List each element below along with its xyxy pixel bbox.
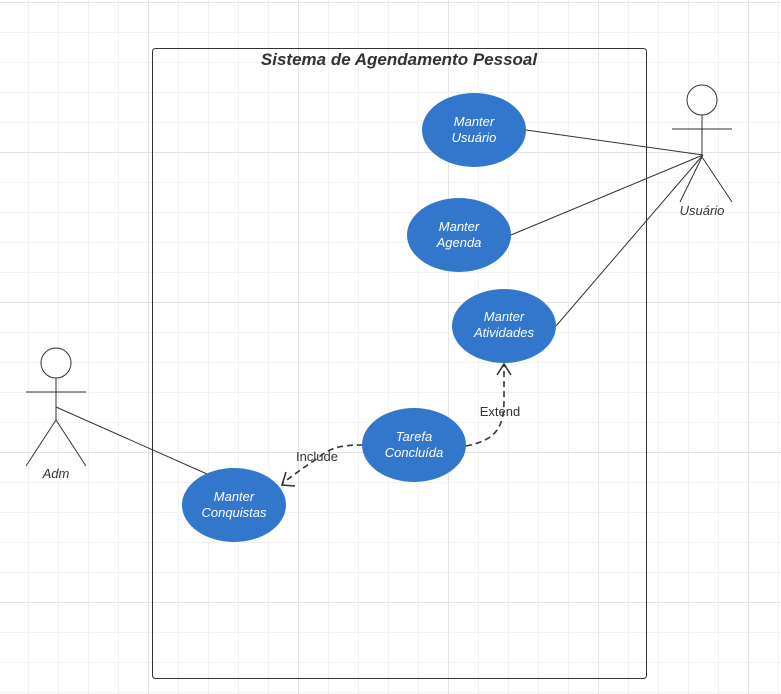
extend-arrowhead: [496, 362, 512, 376]
association-usuario-manter-agenda[interactable]: [510, 154, 704, 236]
actor-head-icon: [686, 84, 718, 116]
use-case-label-line1: Manter: [439, 219, 480, 234]
use-case-label-line1: Manter: [484, 309, 525, 324]
actor-label: Adm: [42, 466, 70, 481]
use-case-label-line1: Tarefa: [396, 429, 432, 444]
actor-head-icon: [40, 347, 72, 379]
association-usuario-manter-atividades[interactable]: [555, 154, 704, 327]
include-connector[interactable]: [282, 444, 364, 484]
include-label: Include: [296, 449, 338, 464]
use-case-manter-agenda[interactable]: Manter Agenda: [407, 198, 511, 272]
use-case-label-line1: Manter: [454, 114, 495, 129]
use-case-label-line2: Usuário: [452, 130, 497, 145]
use-case-label-line2: Concluída: [385, 445, 444, 460]
association-adm-manter-conquistas[interactable]: [55, 406, 208, 475]
actor-label: Usuário: [680, 203, 725, 218]
use-case-tarefa-concluida[interactable]: Tarefa Concluída: [362, 408, 466, 482]
actor-adm[interactable]: Adm: [25, 347, 87, 481]
extend-label: Extend: [480, 404, 520, 419]
association-usuario-manter-usuario[interactable]: [525, 129, 704, 156]
system-title: Sistema de Agendamento Pessoal: [261, 50, 538, 69]
use-case-manter-atividades[interactable]: Manter Atividades: [452, 289, 556, 363]
actor-usuario[interactable]: Usuário: [672, 84, 733, 218]
use-case-label-line2: Atividades: [473, 325, 534, 340]
use-case-label-line2: Agenda: [436, 235, 482, 250]
use-case-label-line1: Manter: [214, 489, 255, 504]
use-case-manter-conquistas[interactable]: Manter Conquistas: [182, 468, 286, 542]
system-boundary[interactable]: [152, 48, 647, 679]
use-case-manter-usuario[interactable]: Manter Usuário: [422, 93, 526, 167]
include-arrowhead: [280, 471, 296, 487]
use-case-label-line2: Conquistas: [201, 505, 267, 520]
